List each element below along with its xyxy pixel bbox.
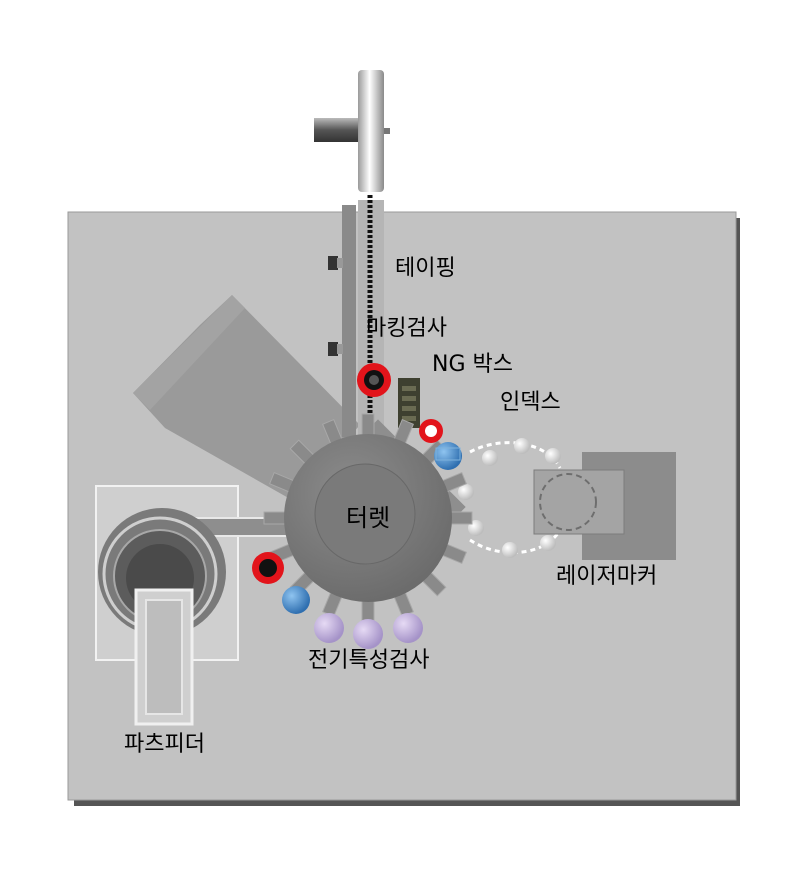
turret <box>263 413 473 623</box>
label-ng-box: NG 박스 <box>432 352 513 377</box>
label-parts-feeder: 파츠피더 <box>124 732 205 757</box>
index-ball <box>482 450 498 466</box>
ng-box-slot <box>402 396 416 401</box>
tape-guide-clip <box>328 342 338 356</box>
laser-marker <box>533 452 676 560</box>
turret-inner <box>314 463 416 565</box>
ng-box <box>398 378 420 428</box>
sensor-marking <box>357 363 391 397</box>
label-marking-inspection: 마킹검사 <box>366 316 447 341</box>
feeder-chute-inner <box>145 599 183 715</box>
sensor-ng <box>419 419 443 443</box>
electrical-units <box>314 613 423 649</box>
reel-hub <box>384 128 390 134</box>
red-sensor-core <box>259 559 277 577</box>
purple-unit <box>393 613 423 643</box>
reel-shaft <box>314 118 364 142</box>
blue-unit-feeder <box>282 586 310 614</box>
tape-guide-clip <box>337 258 343 268</box>
purple-unit <box>353 619 383 649</box>
index-ball <box>514 438 530 454</box>
ng-box-slot <box>402 416 416 421</box>
tape-reel <box>314 70 390 192</box>
label-index: 인덱스 <box>500 390 561 415</box>
index-ball <box>540 535 556 551</box>
label-taping: 테이핑 <box>395 256 456 281</box>
red-sensor-core <box>425 425 437 437</box>
index-ball <box>502 542 518 558</box>
tape-guide-clip <box>337 344 343 354</box>
red-sensor-eye <box>369 375 379 385</box>
blue-unit-ng <box>434 442 462 470</box>
ng-box-slot <box>402 406 416 411</box>
ng-box-slot <box>402 386 416 391</box>
sensor-feeder <box>252 552 284 584</box>
blue-unit <box>282 586 310 614</box>
blue-unit-stripes <box>435 447 461 461</box>
rail-left <box>342 205 356 437</box>
tape-guide-clip <box>328 256 338 270</box>
reel-disc <box>358 70 384 192</box>
blue-unit <box>434 442 462 470</box>
label-turret: 터렛 <box>346 504 391 532</box>
diagonal-arm-plate-left <box>133 295 245 410</box>
laser-marker-head <box>533 469 625 535</box>
label-laser-marker: 레이저마커 <box>556 564 658 589</box>
laser-marker-lens <box>539 473 597 531</box>
index-ball <box>458 484 474 500</box>
index-conveyor <box>458 438 562 558</box>
parts-feeder <box>95 485 309 726</box>
index-ball <box>545 448 561 464</box>
label-electrical-inspection: 전기특성검사 <box>308 648 430 673</box>
purple-unit <box>314 613 344 643</box>
